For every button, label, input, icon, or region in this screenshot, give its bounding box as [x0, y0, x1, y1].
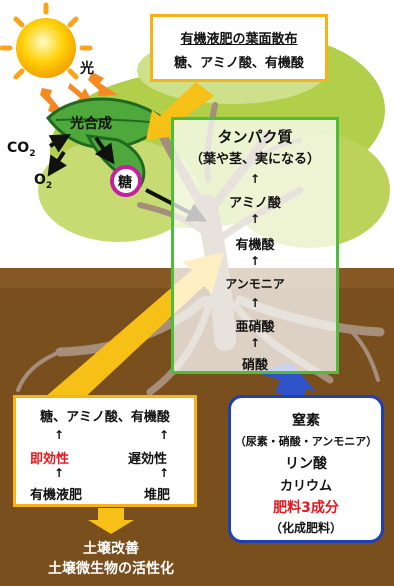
fast-acting-label: 即効性 [30, 452, 70, 467]
o2-label: O2 [34, 172, 53, 191]
nitrogen-chain-box: タンパク質 （葉や茎、実になる） ↑ アミノ酸 ↑ 有機酸 ↑ アンモニア ↑ … [171, 117, 339, 374]
foliar-title: 有機液肥の葉面散布 [180, 32, 298, 47]
soil-improvement-label: 土壌改善 [83, 541, 139, 557]
chain-arrow: ↑ [249, 336, 261, 350]
chain-arrow: ↑ [249, 254, 261, 268]
organic-components: 糖、アミノ酸、有機酸 [40, 410, 170, 425]
sugar-badge [110, 165, 142, 197]
gas-exchange-arrows [47, 134, 115, 177]
chain-arrow: ↑ [249, 172, 261, 186]
compost-label: 堆肥 [144, 488, 171, 503]
liquid-organic-fertilizer-label: 有機液肥 [30, 488, 83, 503]
photosynthesis-label: 光合成 [70, 116, 112, 132]
phosphate-label: リン酸 [285, 456, 327, 472]
chain-step-ammonia: アンモニア [225, 277, 285, 291]
slow-acting-label: 遅効性 [128, 452, 168, 467]
organic-arrow-left: ↑ [54, 466, 65, 480]
chemical-fertilizer-label: （化成肥料） [269, 521, 342, 535]
sun-icon [0, 2, 93, 80]
three-nutrients-label: 肥料3成分 [273, 500, 339, 516]
chemical-fertilizer-box: 窒素 （尿素・硝酸・アンモニア） リン酸 カリウム 肥料3成分 （化成肥料） [228, 395, 384, 543]
nitrogen-forms-label: （尿素・硝酸・アンモニア） [234, 435, 378, 448]
organic-arrow-left: ↑ [54, 428, 65, 442]
organic-arrow-right: ↑ [159, 466, 170, 480]
organic-fertilizer-box: 糖、アミノ酸、有機酸 ↑ ↑ 即効性 遅効性 ↑ ↑ 有機液肥 堆肥 [13, 395, 197, 507]
foliar-items: 糖、アミノ酸、有機酸 [174, 56, 304, 71]
foliar-application-box: 有機液肥の葉面散布 糖、アミノ酸、有機酸 [150, 14, 328, 82]
co2-label: CO2 [7, 140, 36, 159]
chain-title: タンパク質 [217, 128, 293, 146]
soil-effect-arrow [88, 508, 134, 534]
potassium-label: カリウム [279, 479, 332, 494]
nitrogen-label: 窒素 [292, 413, 320, 429]
chain-step-amino-acid: アミノ酸 [229, 196, 281, 211]
chain-step-organic-acid: 有機酸 [235, 238, 275, 253]
sun-label: 光 [80, 61, 94, 77]
chain-arrow: ↑ [249, 212, 261, 226]
foliar-spray-arrow [146, 82, 214, 140]
chain-subtitle: （葉や茎、実になる） [189, 152, 320, 167]
chain-step-nitrate: 硝酸 [241, 358, 268, 373]
soil-microbe-activation-label: 土壌微生物の活性化 [48, 561, 174, 577]
chain-step-nitrite: 亜硝酸 [235, 320, 275, 335]
sugar-label: 糖 [118, 175, 132, 191]
chain-arrow: ↑ [249, 296, 261, 310]
organic-arrow-right: ↑ [159, 428, 170, 442]
